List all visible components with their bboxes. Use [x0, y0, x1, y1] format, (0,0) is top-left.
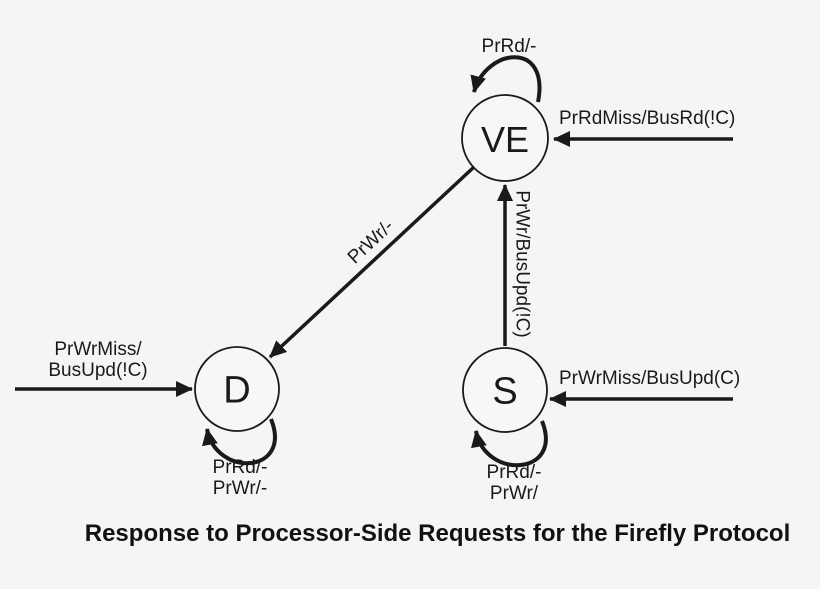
s-self-loop-label: PrRd/- PrWr/ — [439, 462, 589, 504]
into-d-label-line2: BusUpd(!C) — [48, 360, 148, 381]
s-self-loop-label-line1: PrRd/- — [486, 462, 542, 483]
loop-d-self — [202, 418, 277, 465]
into-ve-label: PrRdMiss/BusRd(!C) — [559, 108, 736, 129]
state-d-label: D — [223, 369, 251, 412]
s-to-ve-label: PrWr/BusUpd(!C) — [511, 190, 533, 338]
arrow-ve-to-d — [268, 165, 476, 359]
d-self-loop-label-line1: PrRd/- — [212, 457, 268, 478]
loop-s-self — [471, 420, 548, 467]
state-s-circle — [462, 347, 548, 433]
state-ve-circle — [461, 94, 549, 182]
d-self-loop-label: PrRd/- PrWr/- — [165, 457, 315, 499]
into-d-label: PrWrMiss/ BusUpd(!C) — [22, 339, 174, 381]
state-ve-label: VE — [480, 119, 530, 160]
into-s-label: PrWrMiss/BusUpd(C) — [559, 368, 741, 389]
into-d-label-line1: PrWrMiss/ — [54, 339, 142, 360]
state-s-label: S — [492, 370, 518, 413]
loop-ve-self — [470, 55, 542, 103]
s-self-loop-label-line2: PrWr/ — [489, 483, 539, 504]
diagram-title: Response to Processor-Side Requests for … — [84, 520, 791, 547]
ve-self-loop-label: PrRd/- — [481, 36, 537, 57]
state-d-circle — [194, 346, 280, 432]
d-self-loop-label-line2: PrWr/- — [212, 478, 268, 499]
